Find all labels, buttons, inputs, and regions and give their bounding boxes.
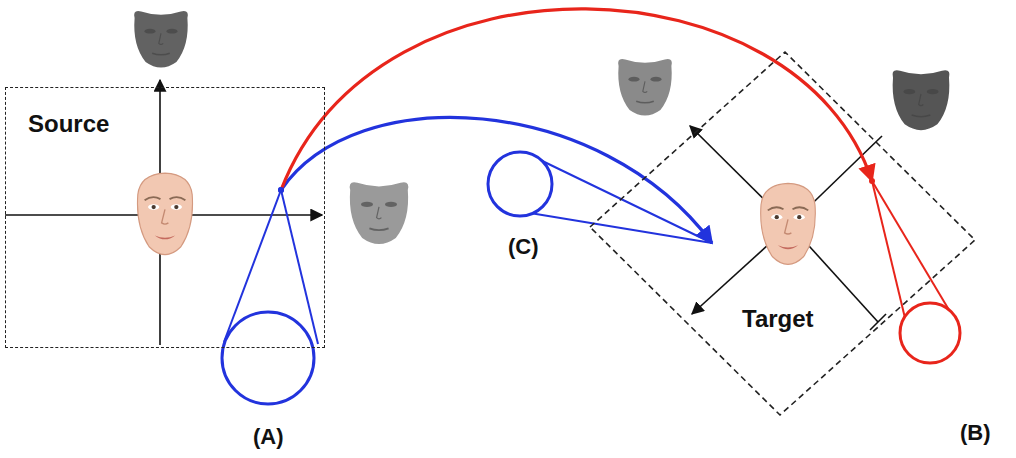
mapping-arrow (281, 117, 712, 243)
region-outline (590, 52, 975, 415)
source-basis-face (134, 11, 188, 68)
region-outline (590, 52, 975, 415)
drawing-part (532, 156, 712, 243)
target-basis-face (618, 59, 672, 116)
callout-label: (C) (506, 234, 541, 260)
sample-face (240, 316, 298, 402)
sample-circle (900, 303, 960, 363)
callout-label: (A) (251, 424, 286, 450)
sample-circle (222, 312, 314, 404)
target-region: Target (590, 52, 975, 415)
point-dot (278, 187, 284, 193)
sample-circle (900, 303, 960, 363)
target-basis-face (893, 70, 950, 130)
drawing-part (530, 213, 712, 243)
callout-label: (B) (958, 420, 993, 446)
sample-circle (222, 312, 314, 404)
source-axes (5, 80, 322, 345)
target-axes (690, 126, 886, 330)
target-face (761, 183, 816, 264)
mapping-arrow (281, 9, 872, 190)
point-dot (278, 187, 284, 193)
sample-circle (488, 152, 552, 216)
drawing-part (872, 181, 955, 320)
source-face (137, 173, 192, 255)
sample-face (502, 157, 538, 211)
region-title: Source (26, 110, 111, 138)
leader-lines (224, 156, 955, 344)
source-basis-face (350, 182, 409, 244)
drawing-part (872, 181, 905, 318)
region-title: Target (740, 305, 816, 333)
source-region: Source (5, 87, 325, 348)
sample-face (912, 307, 947, 359)
sample-circle (488, 152, 552, 216)
